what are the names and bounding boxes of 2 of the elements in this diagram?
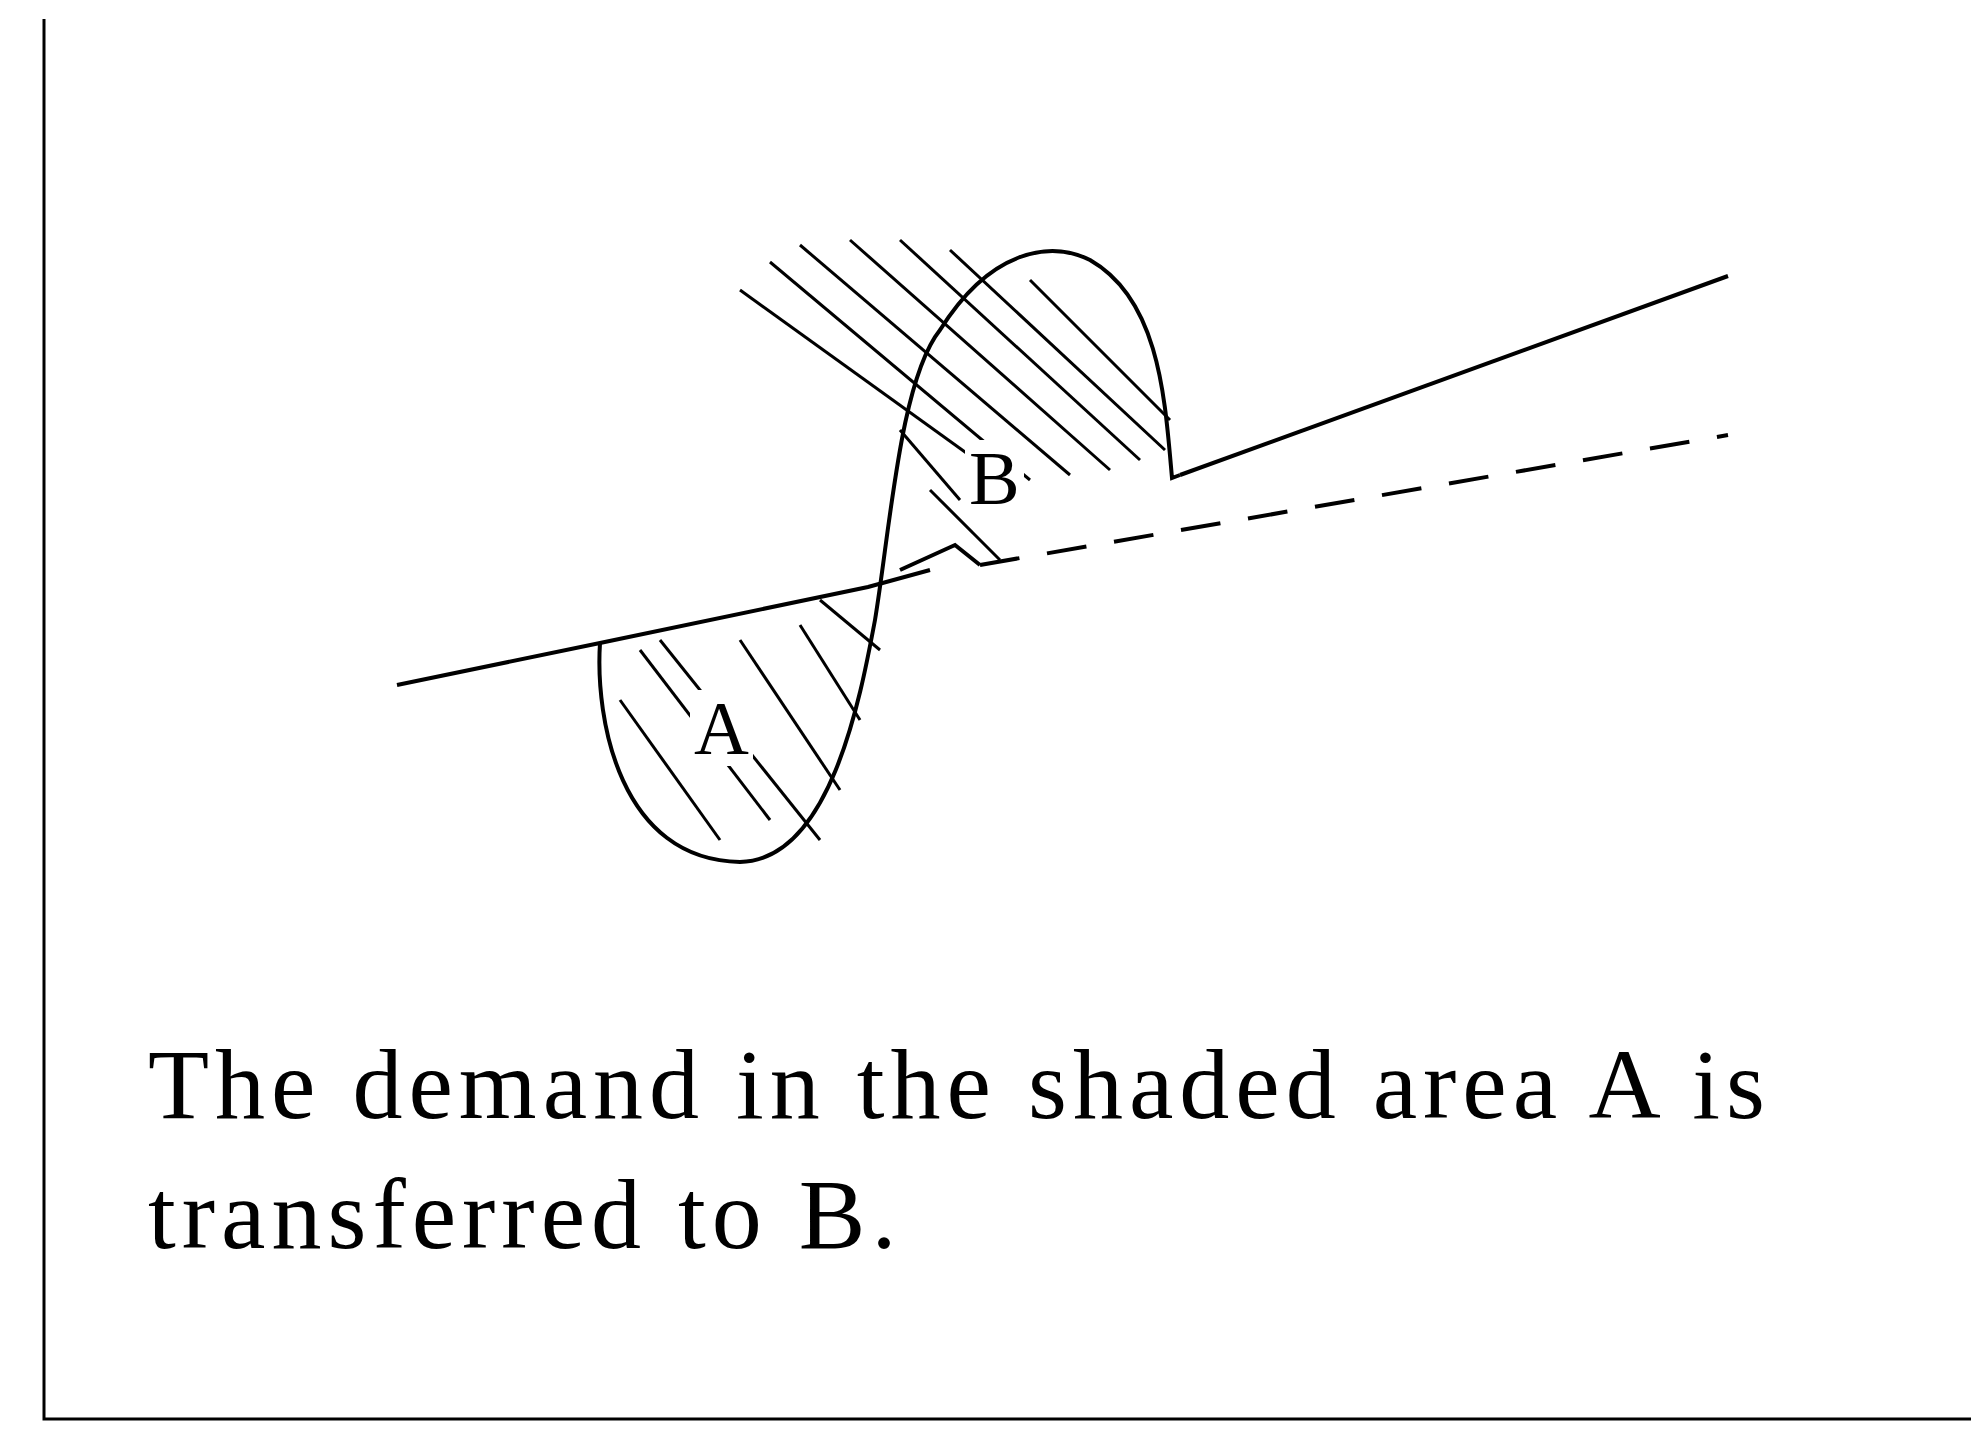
caption: The demand in the shaded area A is transferred to B. xyxy=(148,1028,1772,1272)
area-label: A xyxy=(690,690,753,766)
